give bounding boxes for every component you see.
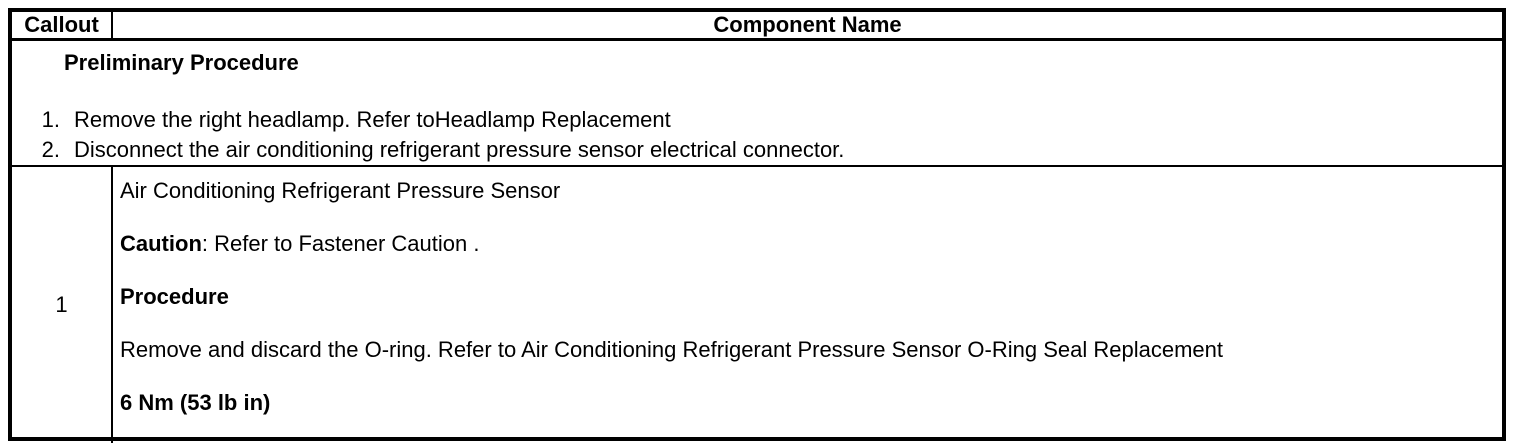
caution-text: : Refer to Fastener Caution . <box>201 231 480 256</box>
component-name-column-header: Component Name <box>713 12 902 37</box>
list-item: 1. Remove the right headlamp. Refer toHe… <box>22 105 1492 135</box>
procedure-label: Procedure <box>120 284 229 309</box>
callout-number-cell: 1 <box>12 167 113 443</box>
step-text: Remove the right headlamp. Refer toHeadl… <box>74 107 671 132</box>
component-callout-table: Callout Component Name Preliminary Proce… <box>8 8 1506 443</box>
callout-column-header: Callout <box>12 12 113 38</box>
step-text: Disconnect the air conditioning refriger… <box>74 137 845 162</box>
caution-label: Caution <box>120 231 202 256</box>
list-item: 2. Disconnect the air conditioning refri… <box>22 135 1492 165</box>
component-name-text: Air Conditioning Refrigerant Pressure Se… <box>120 178 561 203</box>
step-number: 2. <box>41 137 60 162</box>
procedure-text: Remove and discard the O-ring. Refer to … <box>120 337 1223 362</box>
preliminary-steps-list: 1. Remove the right headlamp. Refer toHe… <box>22 105 1492 165</box>
preliminary-procedure-title: Preliminary Procedure <box>64 50 299 75</box>
component-description-cell: Air Conditioning Refrigerant Pressure Se… <box>113 167 1502 443</box>
step-number: 1. <box>41 107 60 132</box>
table-header-row: Callout Component Name <box>12 12 1502 41</box>
component-row: 1 Air Conditioning Refrigerant Pressure … <box>12 167 1502 443</box>
torque-spec: 6 Nm (53 lb in) <box>120 390 271 415</box>
preliminary-procedure-section: Preliminary Procedure 1. Remove the righ… <box>12 41 1502 167</box>
caution-line: Caution: Refer to Fastener Caution . <box>120 231 1492 257</box>
